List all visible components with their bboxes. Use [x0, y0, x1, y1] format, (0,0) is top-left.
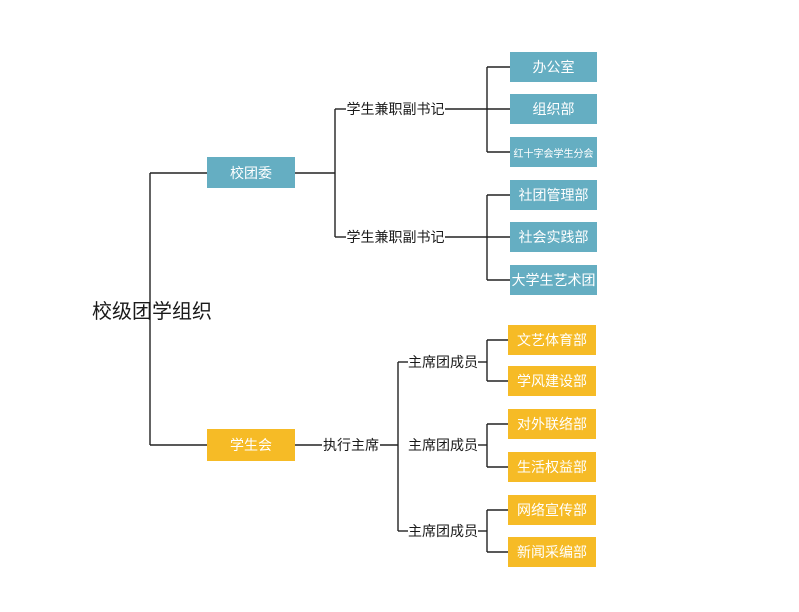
union-group-label-3: 主席团成员 [408, 522, 478, 540]
league-committee-node: 校团委 [207, 157, 295, 188]
league-group-label-1: 学生兼职副书记 [346, 100, 445, 118]
dept-organization: 组织部 [510, 94, 597, 124]
student-union-node: 学生会 [207, 429, 295, 461]
dept-network-publicity: 网络宣传部 [508, 495, 596, 525]
dept-external-relations: 对外联络部 [508, 409, 596, 439]
dept-club-management: 社团管理部 [510, 180, 597, 210]
root-title: 校级团学组织 [92, 298, 212, 323]
dept-social-practice: 社会实践部 [510, 222, 597, 252]
dept-arts-sports: 文艺体育部 [508, 325, 596, 355]
union-group-label-1: 主席团成员 [408, 353, 478, 371]
dept-life-rights: 生活权益部 [508, 452, 596, 482]
union-group-label-2: 主席团成员 [408, 436, 478, 454]
league-group-label-2: 学生兼职副书记 [346, 228, 445, 246]
dept-art-troupe: 大学生艺术团 [510, 265, 597, 295]
dept-office: 办公室 [510, 52, 597, 82]
executive-chair-label: 执行主席 [322, 436, 380, 454]
dept-study-style: 学风建设部 [508, 366, 596, 396]
dept-red-cross: 红十字会学生分会 [510, 137, 597, 167]
dept-news-editing: 新闻采编部 [508, 537, 596, 567]
